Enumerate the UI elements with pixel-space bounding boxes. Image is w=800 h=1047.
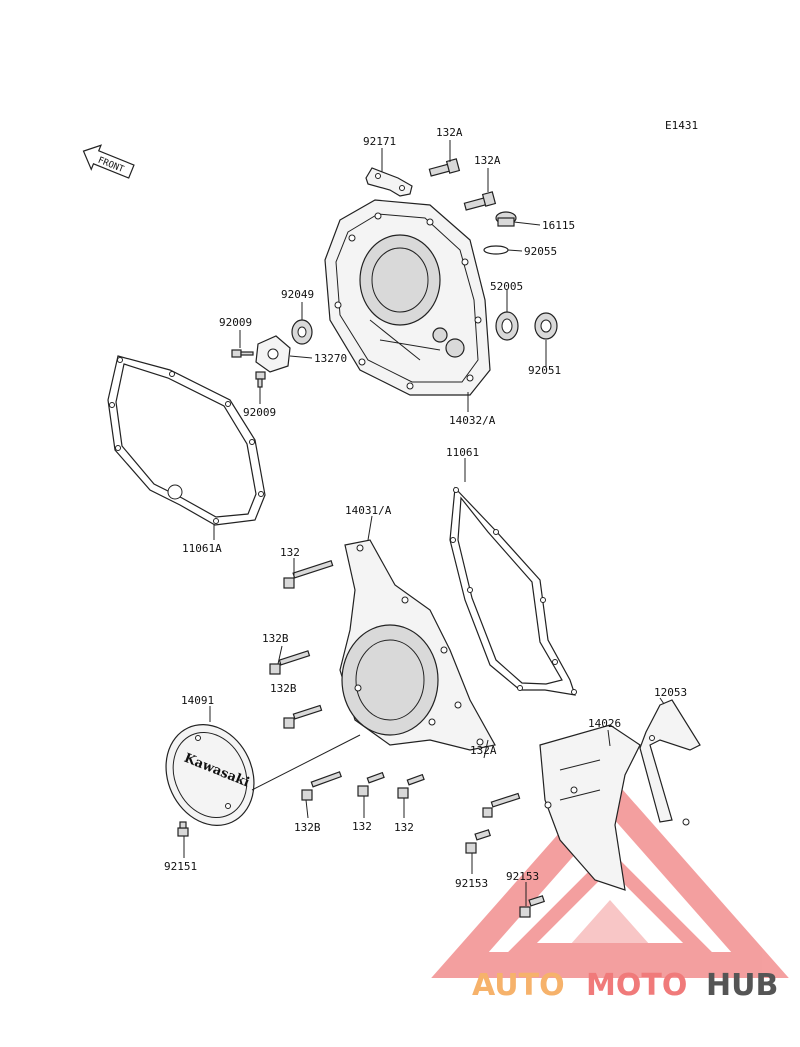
bolt-132-mid [283,704,323,729]
label-132a-3: 132A [470,744,497,757]
label-92055: 92055 [524,245,557,258]
label-132b-2: 132B [270,682,297,695]
label-92151: 92151 [164,860,197,873]
label-132b-3: 132B [294,821,321,834]
watermark-text: AUTO MOTO HUB [472,968,778,1003]
label-92049: 92049 [281,288,314,301]
part-92051 [534,312,558,340]
label-14026: 14026 [588,717,621,730]
part-52005 [495,311,519,341]
watermark-moto: MOTO [586,968,687,1003]
label-132-1: 132 [280,546,300,559]
label-52005: 52005 [490,280,523,293]
label-132b-1: 132B [262,632,289,645]
watermark-hub: HUB [706,968,778,1003]
label-11061a: 11061A [182,542,222,555]
label-92153-2: 92153 [455,877,488,890]
bolt-132-bottom-1 [357,771,385,797]
screw-92009-2 [255,371,266,388]
bolt-132b-bottom [301,771,342,801]
part-92049 [291,319,313,345]
label-132a-2: 132A [474,154,501,167]
bolt-132a-top-1 [428,158,461,177]
screw-92009-1 [231,349,254,358]
part-labels: 92171 132A 132A 16115 92055 52005 92049 … [164,126,687,890]
label-92009-2: 92009 [243,406,276,419]
watermark-logo [431,775,789,978]
label-132-2: 132 [352,820,372,833]
bracket-12053 [639,699,701,826]
leader-lines [183,140,665,906]
gasket-11061 [449,486,577,696]
bolt-132a-sprocket [482,792,521,818]
part-16115 [495,211,517,227]
bolt-92153-1 [465,829,491,854]
label-12053: 12053 [654,686,687,699]
sprocket-cover-14026 [539,724,641,891]
label-132-3: 132 [394,821,414,834]
watermark-auto: AUTO [472,968,565,1003]
label-16115: 16115 [542,219,575,232]
part-92171 [365,167,413,197]
part-13270 [255,335,291,373]
screw-92151 [177,821,189,837]
bolt-132b-left [269,650,311,675]
clutch-cover [324,199,491,396]
label-14091: 14091 [181,694,214,707]
diagram-code: E1431 [665,119,698,132]
bolt-132-bottom-2 [397,773,425,799]
bolt-132a-top-2 [463,191,497,211]
label-92009-1: 92009 [219,316,252,329]
bolt-132-left [283,560,334,589]
gasket-11061a [107,355,266,526]
label-11061: 11061 [446,446,479,459]
bolt-92153-2 [519,895,545,918]
label-92051: 92051 [528,364,561,377]
label-14032a: 14032/A [449,414,496,427]
label-92153-1: 92153 [506,870,539,883]
label-132a-1: 132A [436,126,463,139]
part-92055 [483,245,509,255]
label-92171: 92171 [363,135,396,148]
label-13270: 13270 [314,352,347,365]
front-arrow-icon: FRONT [82,144,135,179]
emblem-cover-14091: Kawasaki [165,724,255,826]
generator-cover [339,539,496,751]
label-14031a: 14031/A [345,504,392,517]
